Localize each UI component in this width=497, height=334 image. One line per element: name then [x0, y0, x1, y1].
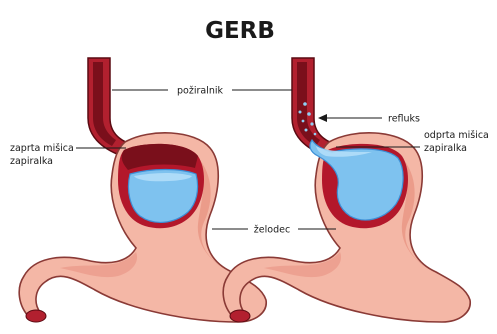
diagram-title: GERB — [205, 18, 275, 44]
open-sphincter-label-line1: odprta mišica — [424, 130, 489, 141]
pylorus-left — [26, 310, 46, 322]
closed-sphincter-label-line1: zaprta mišica — [10, 143, 74, 154]
stomach-open-sphincter — [223, 58, 470, 322]
open-sphincter-label-line2: zapiralka — [424, 143, 467, 154]
closed-sphincter-label-line2: zapiralka — [10, 156, 53, 167]
esophagus-label: požiralnik — [177, 86, 223, 97]
reflux-arrowhead — [318, 114, 327, 122]
stomach-label: želodec — [254, 225, 290, 236]
reflux-label: refluks — [388, 114, 420, 125]
pylorus-right — [230, 310, 250, 322]
